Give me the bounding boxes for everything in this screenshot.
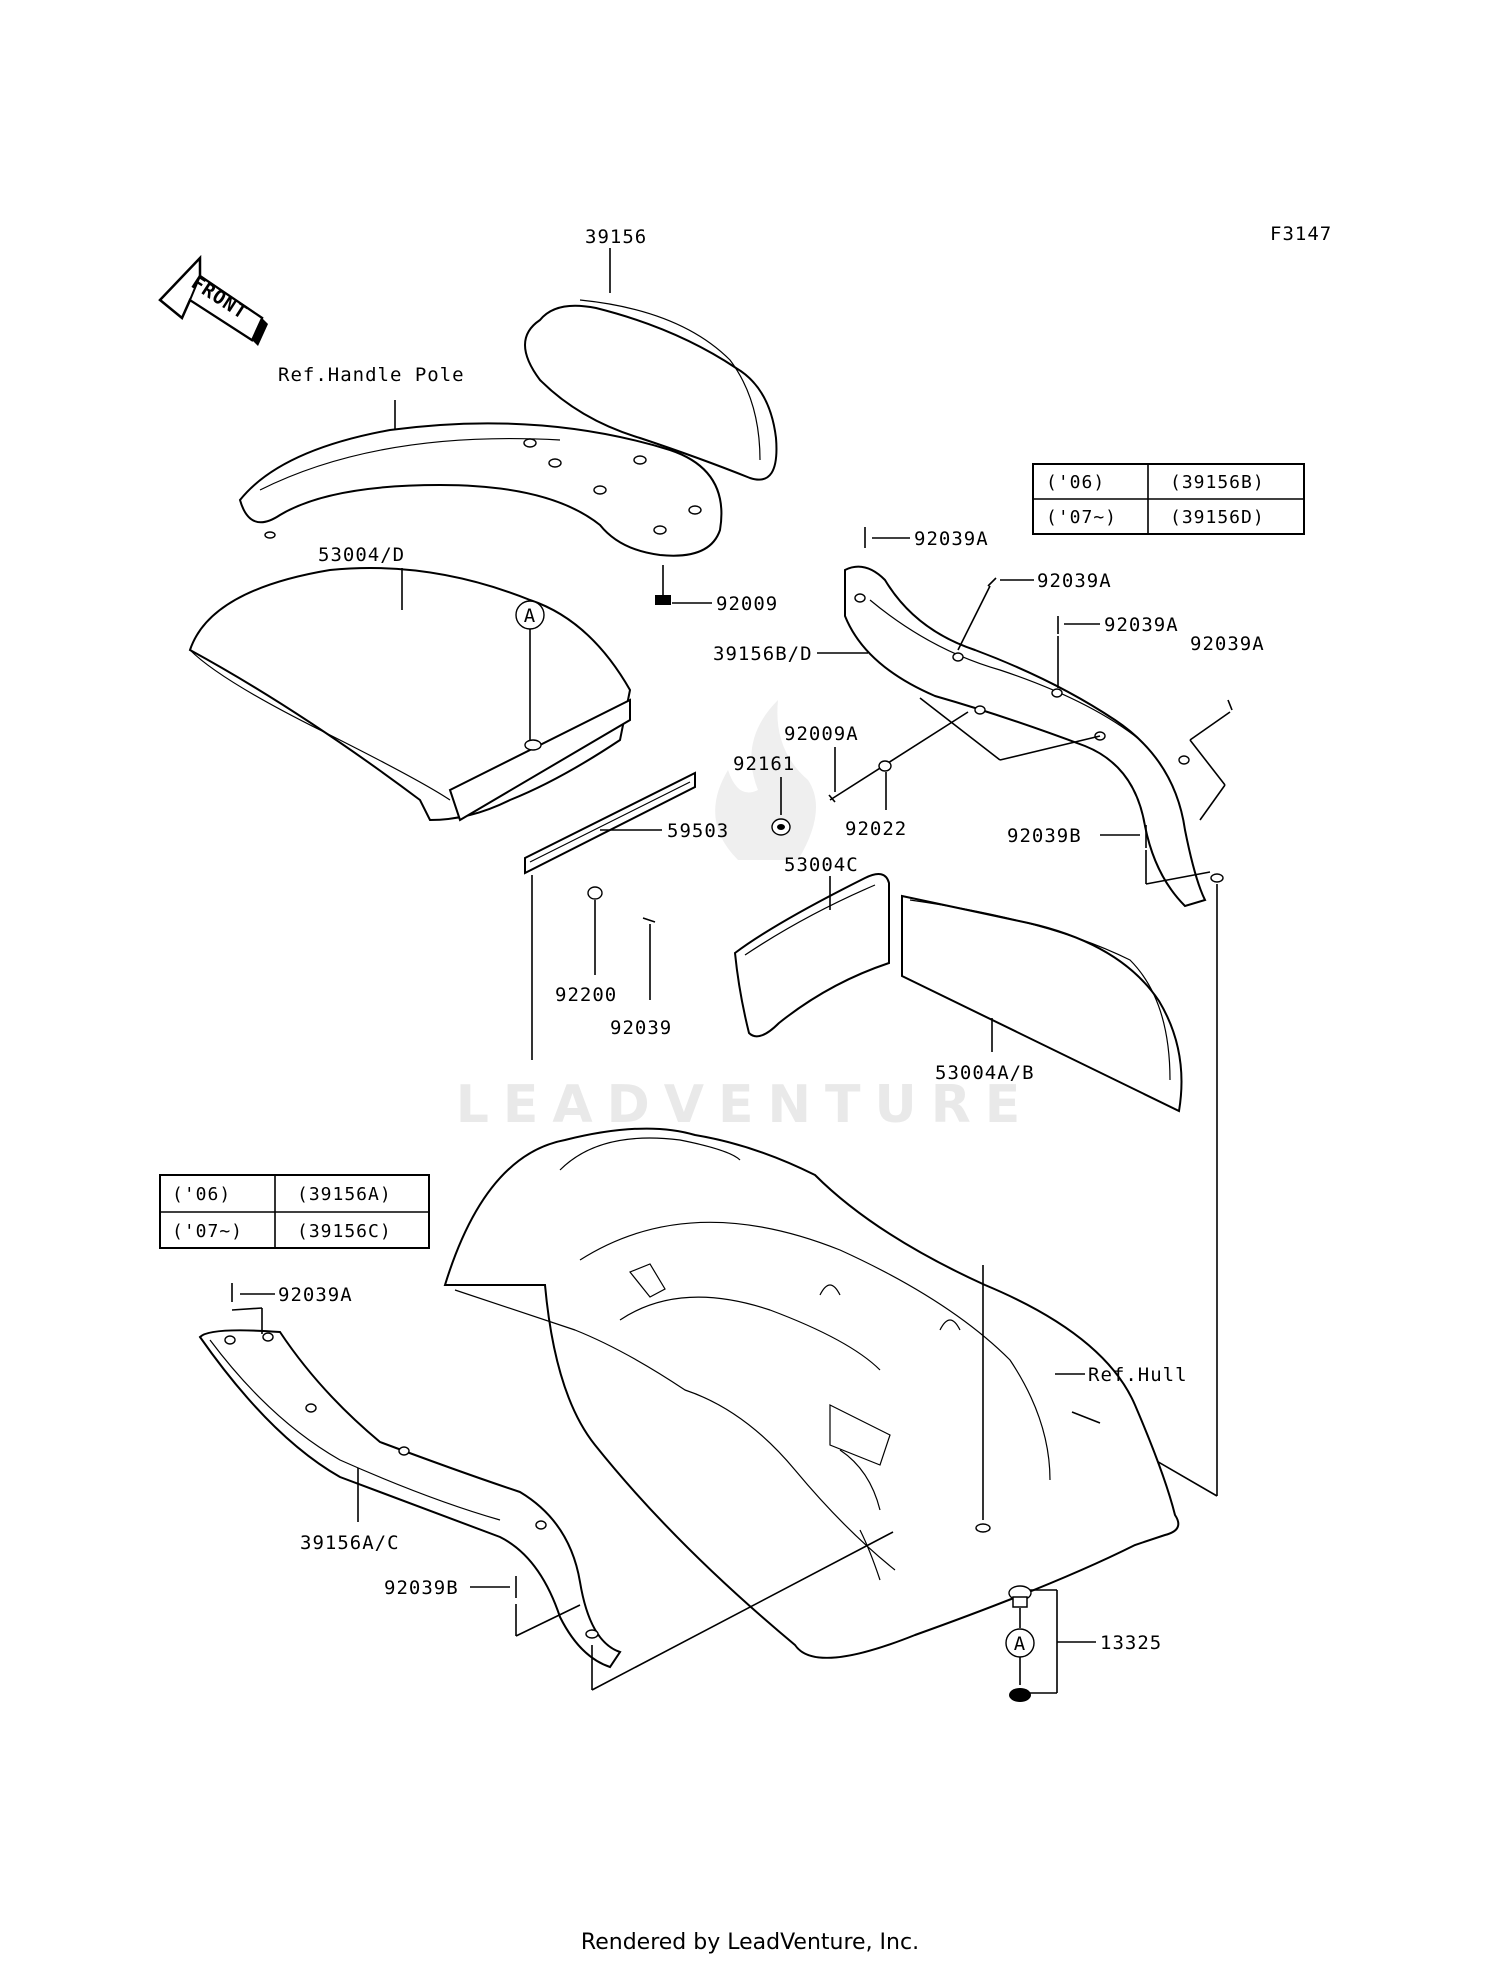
table-right-part-1: (39156B) — [1170, 472, 1265, 493]
callout-92039a-left: 92039A — [278, 1284, 353, 1306]
callout-92039: 92039 — [610, 1017, 672, 1039]
callout-ref-handle-pole: Ref.Handle Pole — [278, 364, 465, 386]
callout-53004c: 53004C — [784, 854, 859, 876]
callout-92161: 92161 — [733, 753, 795, 775]
callout-92039b-right: 92039B — [1007, 825, 1082, 847]
table-left-year-1: ('06) — [172, 1184, 231, 1205]
callout-92009: 92009 — [716, 593, 778, 615]
callout-53004ab: 53004A/B — [935, 1062, 1035, 1084]
callout-59503: 59503 — [667, 820, 729, 842]
front-arrow: FRONT — [158, 254, 268, 346]
callout-92039a-1: 92039A — [914, 528, 989, 550]
part-53004d-mat: 53004/D A — [188, 544, 632, 822]
callout-39156bd: 39156B/D — [713, 643, 813, 665]
callout-92022: 92022 — [845, 818, 907, 840]
callout-92039a-4: 92039A — [1190, 633, 1265, 655]
callout-13325: 13325 — [1100, 1632, 1162, 1654]
part-13325-plug: A 13325 — [1005, 1585, 1162, 1702]
callout-92039b-left: 92039B — [384, 1577, 459, 1599]
part-92200: 92200 — [555, 886, 617, 1006]
callout-ref-hull: Ref.Hull — [1088, 1364, 1188, 1386]
table-left-year-2: ('07~) — [172, 1221, 243, 1242]
ref-hull: Ref.Hull — [443, 1127, 1188, 1659]
watermark-text: LEADVENTURE — [456, 1075, 1035, 1135]
part-53004c-mat: 53004C — [733, 854, 890, 1038]
part-92039: 92039 — [610, 917, 672, 1039]
callout-53004d: 53004/D — [318, 544, 405, 566]
table-right-year-1: ('06) — [1046, 472, 1105, 493]
table-left-part-2: (39156C) — [297, 1221, 392, 1242]
callout-39156ac: 39156A/C — [300, 1532, 400, 1554]
hardware-92009a-92161-92022: 92161 92009A 92022 — [733, 711, 969, 840]
part-53004ab-mat: 53004A/B — [901, 894, 1183, 1113]
watermark: LEADVENTURE — [456, 700, 1035, 1135]
table-right-year-2: ('07~) — [1046, 507, 1117, 528]
year-table-right: ('06) (39156B) ('07~) (39156D) — [1032, 463, 1305, 535]
callout-39156: 39156 — [585, 226, 647, 248]
table-right-part-2: (39156D) — [1170, 507, 1265, 528]
diagram-code: F3147 — [1270, 223, 1332, 245]
callout-a-bottom: A — [1014, 1633, 1026, 1655]
part-92009-bolt: 92009 — [655, 565, 778, 615]
callout-92039a-2: 92039A — [1037, 570, 1112, 592]
ref-handle-pole: Ref.Handle Pole — [238, 364, 723, 557]
year-table-left: ('06) (39156A) ('07~) (39156C) — [159, 1174, 430, 1249]
callout-92039a-3: 92039A — [1104, 614, 1179, 636]
footer-credit: Rendered by LeadVenture, Inc. — [580, 1930, 920, 1955]
part-59503-strip: 59503 — [524, 771, 729, 1060]
callout-a-top: A — [524, 605, 536, 627]
callout-92200: 92200 — [555, 984, 617, 1006]
part-39156bd-trim: 39156B/D 92039A 92039A 92039A 92039A 920… — [713, 527, 1265, 1497]
callout-92009a: 92009A — [784, 723, 859, 745]
table-left-part-1: (39156A) — [297, 1184, 392, 1205]
part-39156-pad: 39156 — [524, 226, 778, 481]
part-39156ac-trim: 92039A 39156A/C 92039B — [198, 1283, 894, 1691]
